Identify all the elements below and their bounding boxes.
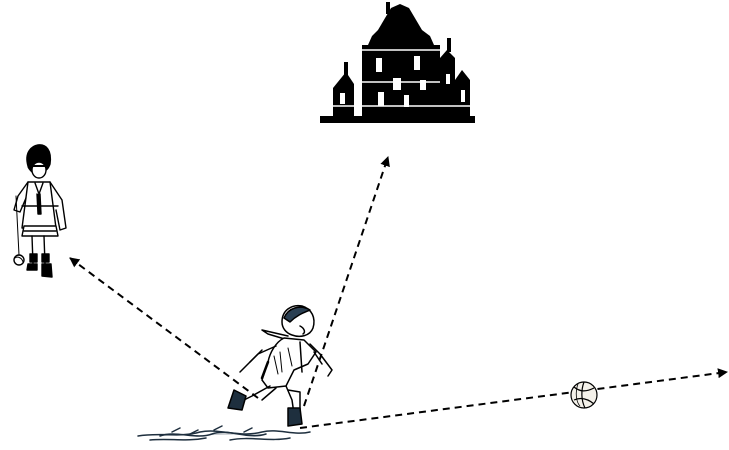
arrow-to-house <box>304 157 388 406</box>
yoyo-girl-icon <box>14 145 66 277</box>
house-icon <box>320 2 475 123</box>
ground-icon <box>138 426 310 440</box>
soccer-ball-icon <box>571 382 597 408</box>
arrow-to-girl <box>70 258 258 398</box>
arrows <box>70 157 727 428</box>
running-boy-icon <box>228 306 332 426</box>
arrow-past-ball <box>300 372 727 428</box>
